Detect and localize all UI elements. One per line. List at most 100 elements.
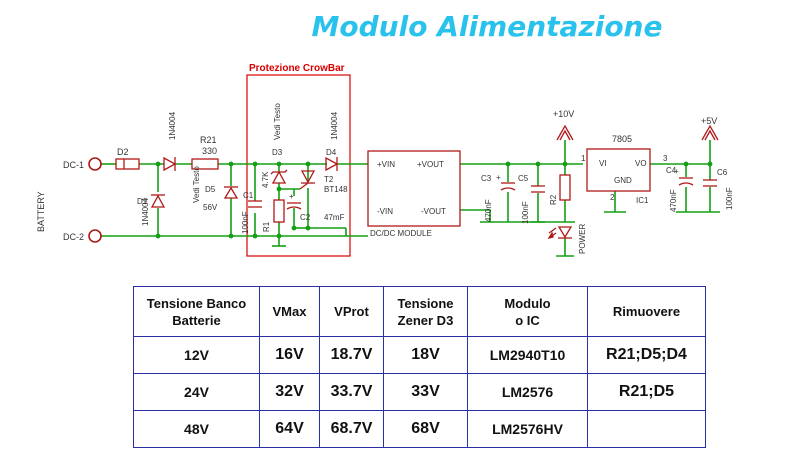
c2-plus: + — [289, 192, 294, 201]
d1-ref: D1 — [137, 197, 148, 206]
c4-symbol — [678, 177, 694, 186]
dcdc-vout-minus: -VOUT — [421, 207, 446, 216]
header-cell: VMax — [259, 286, 320, 337]
table-cell: R21;D5;D4 — [587, 336, 706, 374]
series-diode-value: 1N4004 — [168, 111, 177, 140]
header-cell: Rimuovere — [587, 286, 706, 337]
plus10v-arrow-icon — [556, 124, 574, 141]
r1-value: 4.7K — [261, 171, 270, 188]
table-cell: LM2576HV — [467, 410, 588, 448]
table-row: 12V 16V 18.7V 18V LM2940T10 R21;D5;D4 — [133, 336, 706, 374]
c1-ref: C1 — [243, 191, 254, 200]
c2-ref: C2 — [300, 213, 311, 222]
table-cell: 48V — [133, 410, 260, 448]
c6-symbol — [703, 179, 717, 187]
ic1-gnd: GND — [614, 176, 632, 185]
c2-symbol — [286, 202, 302, 210]
d5-ref: D5 — [205, 185, 216, 194]
table-cell: 18V — [383, 336, 468, 374]
t2-value: BT148 — [324, 185, 348, 194]
r1-ref: R1 — [262, 221, 271, 232]
plus5v-arrow-icon — [701, 124, 719, 141]
table-cell: LM2940T10 — [467, 336, 588, 374]
dcdc-module-box — [367, 150, 461, 227]
ic1-pin2: 2 — [610, 193, 615, 202]
c2-value: 47mF — [324, 213, 345, 222]
dcdc-vout-plus: +VOUT — [417, 160, 444, 169]
d1-symbol — [150, 194, 166, 208]
terminal-dc1 — [88, 157, 102, 171]
table-cell: 16V — [259, 336, 320, 374]
d5-note: Vedi Testo — [192, 166, 201, 203]
header-line: VProt — [334, 304, 369, 319]
dcdc-vin-plus: +VIN — [377, 160, 395, 169]
header-line: Tensione Banco — [146, 295, 247, 311]
ic1-vi: VI — [599, 159, 607, 168]
d3-ref: D3 — [272, 148, 283, 157]
header-line: Batterie — [172, 312, 221, 328]
d5-symbol — [223, 186, 239, 199]
plus5v-label: +5V — [701, 116, 717, 126]
battery-label: BATTERY — [36, 191, 46, 232]
d4-ref: D4 — [326, 148, 337, 157]
d3-note: Vedi Testo — [273, 103, 282, 140]
ic1-ref: IC1 — [636, 196, 649, 205]
c3-ref: C3 — [481, 174, 492, 183]
header-line: Modulo — [504, 295, 551, 311]
diagram-title: Modulo Alimentazione — [312, 10, 663, 43]
junction-dots — [155, 161, 713, 239]
c5-value: 100nF — [521, 201, 530, 224]
crowbar-box — [246, 74, 351, 257]
series-diode-symbol — [163, 156, 177, 172]
dcdc-module-label: DC/DC MODULE — [370, 229, 432, 238]
header-line: VMax — [272, 304, 307, 319]
table-cell: 24V — [133, 373, 260, 411]
table-cell — [587, 410, 706, 448]
c4-plus: + — [674, 167, 679, 176]
table-cell: 33.7V — [319, 373, 384, 411]
d5-value: 56V — [203, 203, 218, 212]
ic1-regulator-box — [586, 148, 651, 192]
c3-symbol — [500, 182, 516, 191]
d1-value: 1N4004 — [141, 197, 150, 226]
c1-symbol — [248, 200, 262, 208]
d4-symbol — [325, 156, 339, 172]
c1-value: 100nF — [241, 211, 250, 234]
header-line: o IC — [515, 312, 540, 328]
table-cell: 12V — [133, 336, 260, 374]
terminal-dc2-label: DC-2 — [63, 232, 84, 242]
table-row: 24V 32V 33.7V 33V LM2576 R21;D5 — [133, 373, 706, 411]
header-cell: VProt — [319, 286, 384, 337]
c5-ref: C5 — [518, 174, 529, 183]
c6-value: 100nF — [725, 187, 734, 210]
table-cell: 68V — [383, 410, 468, 448]
table-cell: LM2576 — [467, 373, 588, 411]
t2-ref: T2 — [324, 175, 334, 184]
r2-symbol — [559, 174, 571, 201]
table-cell: R21;D5 — [587, 373, 706, 411]
table-cell: 18.7V — [319, 336, 384, 374]
header-line: Tensione — [397, 295, 454, 311]
r21-symbol — [191, 158, 219, 170]
r21-ref: R21 — [200, 135, 217, 145]
table-cell: 68.7V — [319, 410, 384, 448]
ic1-part: 7805 — [612, 134, 632, 144]
terminal-dc1-label: DC-1 — [63, 160, 84, 170]
c6-ref: C6 — [717, 168, 728, 177]
power-led-label: POWER — [578, 224, 587, 254]
terminal-dc2 — [88, 229, 102, 243]
c4-ref: C4 — [666, 166, 677, 175]
table-cell: 64V — [259, 410, 320, 448]
crowbar-label: Protezione CrowBar — [249, 63, 345, 74]
d2-symbol — [115, 158, 140, 170]
header-line: Zener D3 — [397, 312, 454, 328]
ic1-vo: VO — [635, 159, 647, 168]
power-led-symbol — [547, 226, 573, 240]
header-line: Rimuovere — [612, 304, 681, 319]
c3-value: 470nF — [484, 199, 493, 222]
